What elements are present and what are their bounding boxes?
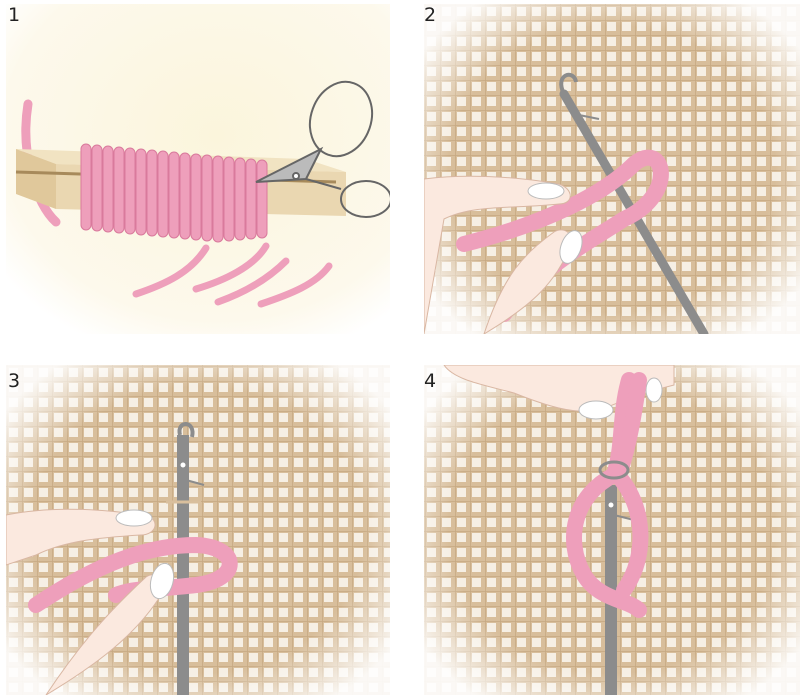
step-2-number: 2	[424, 6, 436, 25]
step-3-illustration	[6, 365, 390, 695]
step-4-illustration	[424, 365, 800, 695]
step-2-illustration	[424, 4, 800, 334]
yarn-wraps	[81, 144, 267, 242]
step-3-number: 3	[8, 372, 20, 391]
step-1-number: 1	[8, 6, 20, 25]
step-1-illustration	[6, 4, 390, 334]
step-4-number: 4	[424, 372, 436, 391]
